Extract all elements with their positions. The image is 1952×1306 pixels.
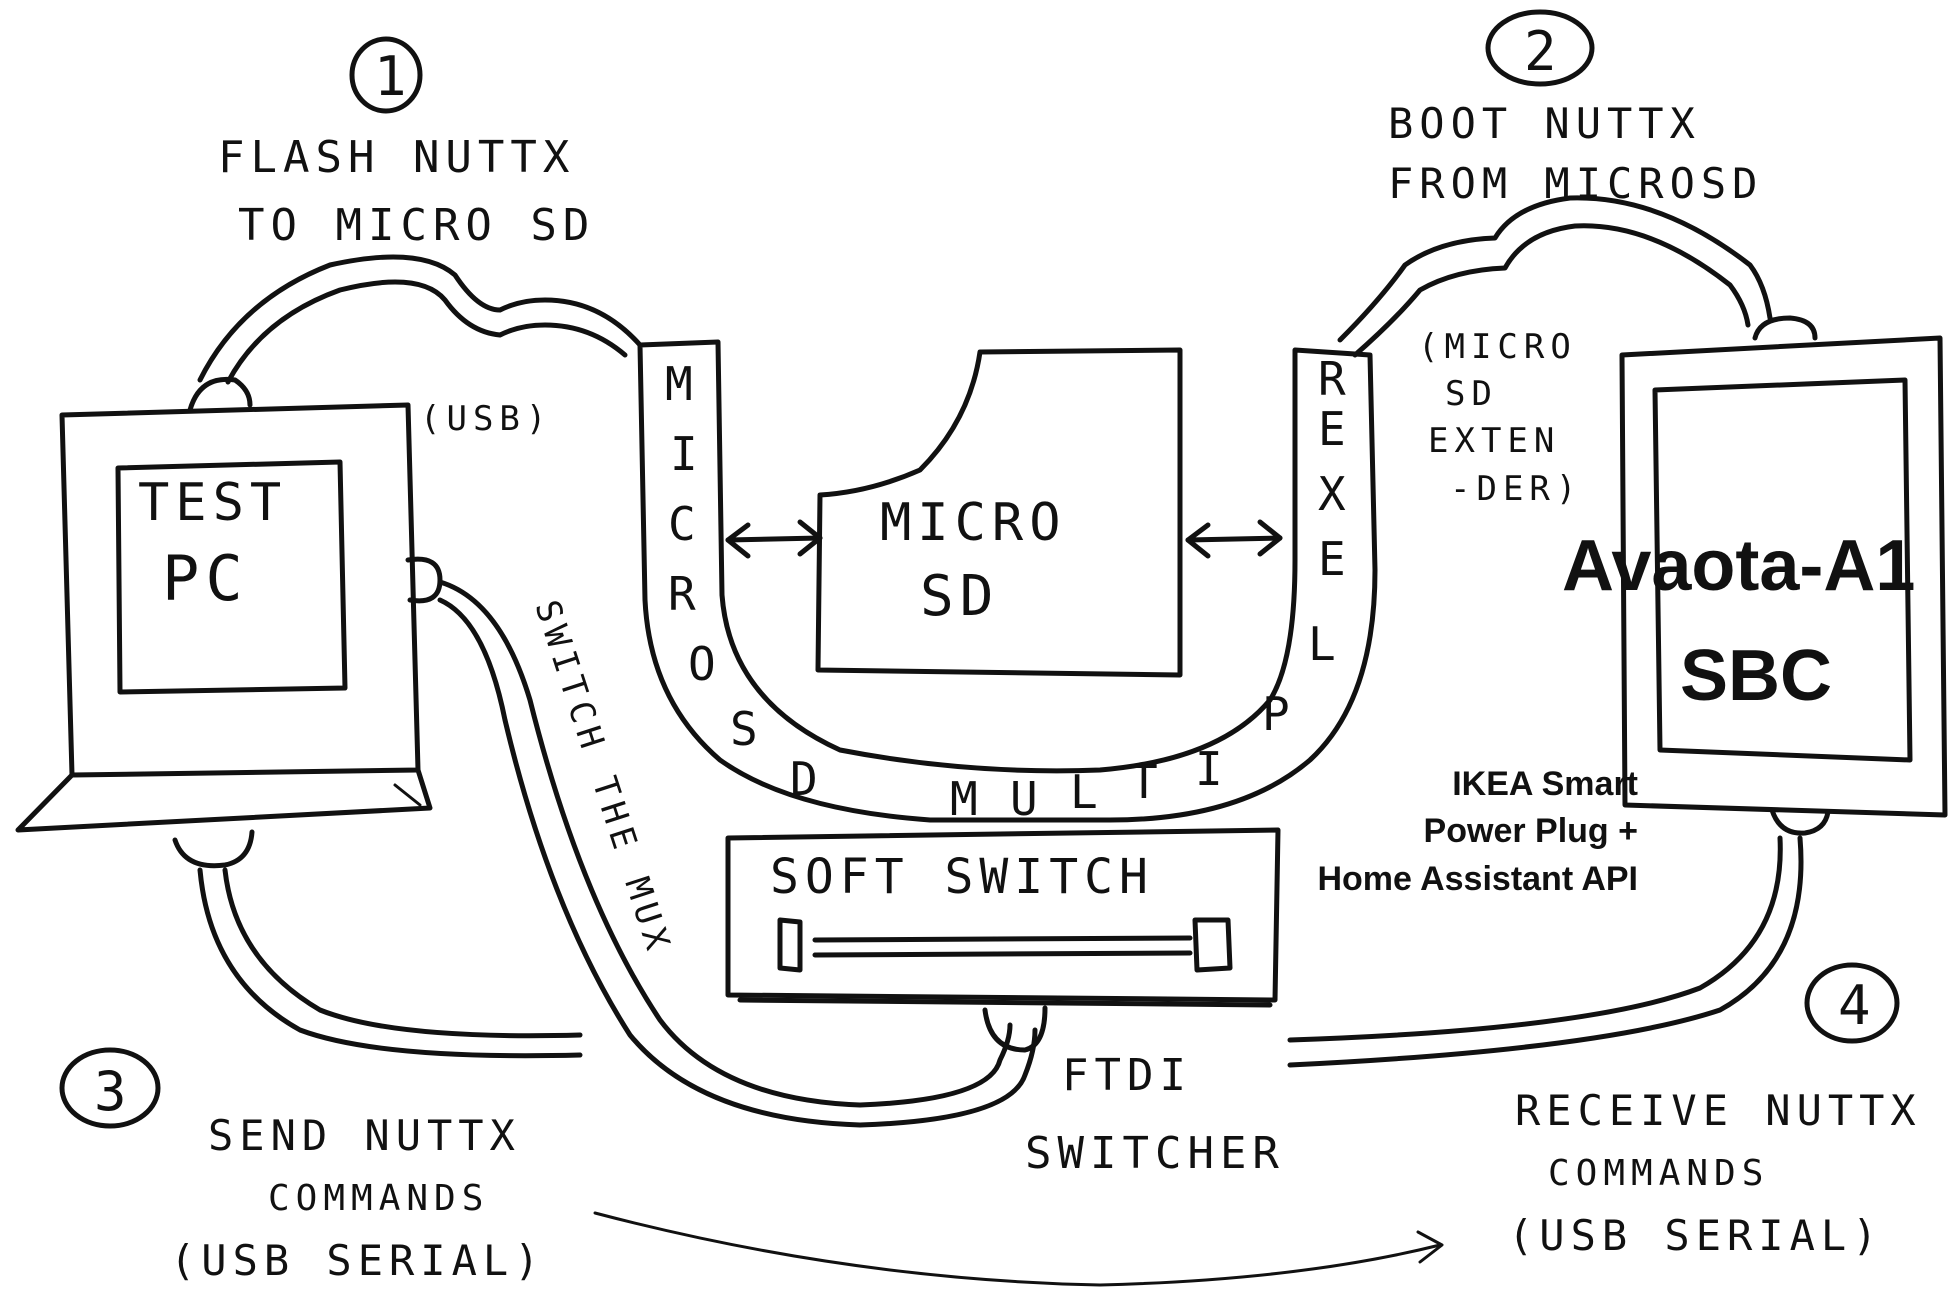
mux-letter-e: E — [1318, 532, 1352, 586]
mux-letter-c: C — [668, 497, 702, 551]
usb-label: (USB) — [420, 399, 552, 439]
mux-letter-e2: E — [1318, 402, 1352, 456]
mux-letter-p: P — [1262, 687, 1296, 741]
sbc-line2: SBC — [1680, 636, 1832, 716]
mux-letter-d: D — [790, 752, 824, 806]
mux-letter-l: L — [1070, 765, 1104, 819]
microsd-line1: MICRO — [880, 493, 1067, 553]
extender-line4: -DER) — [1450, 469, 1582, 509]
microsd-card: MICRO SD — [815, 347, 1183, 678]
power-plug-line3: Home Assistant API — [1317, 860, 1638, 898]
step-1-line1: FLASH NUTTX — [218, 132, 575, 183]
step-3-line3: (USB SERIAL) — [170, 1236, 545, 1285]
mux-letter-r2: R — [1318, 352, 1352, 406]
mux-letter-m: M — [665, 357, 699, 411]
step-4-line2: COMMANDS — [1548, 1153, 1769, 1194]
boot-cable — [1337, 195, 1773, 343]
step-4-line1: RECEIVE NUTTX — [1515, 1086, 1922, 1135]
step-4: 4 RECEIVE NUTTX COMMANDS (USB SERIAL) — [1508, 962, 1922, 1260]
sbc-line1: Avaota-A1 — [1562, 526, 1915, 606]
mux-letter-s: S — [730, 702, 764, 756]
mux-letter-u: U — [1010, 772, 1044, 826]
microsd-extender-label: (MICRO SD EXTEN -DER) — [1418, 327, 1582, 509]
test-pc-line1: TEST — [138, 473, 287, 533]
power-plug-line2: Power Plug + — [1424, 812, 1638, 850]
mux-letter-m2: M — [950, 772, 984, 826]
mux-letter-l2: L — [1308, 617, 1342, 671]
mux-letter-o: O — [688, 637, 722, 691]
ftdi-line2: SWITCHER — [1025, 1128, 1285, 1179]
extender-line1: (MICRO — [1418, 327, 1577, 367]
soft-switch: SOFT SWITCH — [725, 827, 1281, 1053]
ftdi-switcher-label: FTDI SWITCHER — [1025, 1050, 1285, 1179]
step-1-number: 1 — [374, 45, 413, 108]
step-4-line3: (USB SERIAL) — [1508, 1211, 1883, 1260]
mux-letter-t: T — [1130, 755, 1164, 809]
mux-letter-i2: I — [1195, 742, 1229, 796]
step-3-line2: COMMANDS — [268, 1178, 489, 1219]
extender-line3: EXTEN — [1428, 421, 1560, 461]
power-plug-line1: IKEA Smart — [1452, 765, 1638, 803]
power-plug-label: IKEA Smart Power Plug + Home Assistant A… — [1317, 765, 1638, 898]
soft-switch-label: SOFT SWITCH — [770, 849, 1154, 905]
commands-flow-arrow — [593, 1211, 1444, 1287]
step-3: 3 SEND NUTTX COMMANDS (USB SERIAL) — [59, 1047, 545, 1285]
step-1-line2: TO MICRO SD — [238, 200, 595, 251]
microsd-line2: SD — [920, 564, 999, 629]
step-2: 2 BOOT NUTTX FROM MICROSD — [1388, 9, 1763, 208]
extender-line2: SD — [1445, 374, 1498, 414]
test-pc-line2: PC — [162, 542, 249, 615]
step-3-number: 3 — [94, 1060, 133, 1123]
mux-letter-x: X — [1318, 467, 1352, 521]
step-4-number: 4 — [1838, 974, 1877, 1037]
mux-letter-i: I — [670, 427, 704, 481]
step-1: 1 FLASH NUTTX TO MICRO SD — [218, 36, 595, 251]
mux-letter-r: R — [668, 567, 702, 621]
step-2-line1: BOOT NUTTX — [1388, 99, 1701, 148]
ftdi-line1: FTDI — [1062, 1050, 1192, 1101]
test-pc: TEST PC — [15, 376, 443, 869]
step-3-line1: SEND NUTTX — [208, 1111, 521, 1160]
step-2-line2: FROM MICROSD — [1388, 159, 1763, 208]
send-cable — [197, 867, 583, 1059]
microsd-multiplexer: M I C R O S D M U L T I P L E X E R — [637, 339, 1378, 826]
step-2-number: 2 — [1524, 20, 1563, 83]
double-arrow-right — [1185, 519, 1283, 559]
avaota-sbc: Avaota-A1 SBC — [1562, 315, 1948, 836]
receive-cable — [1287, 835, 1804, 1068]
double-arrow-left — [725, 519, 823, 559]
flash-cable — [197, 254, 643, 383]
